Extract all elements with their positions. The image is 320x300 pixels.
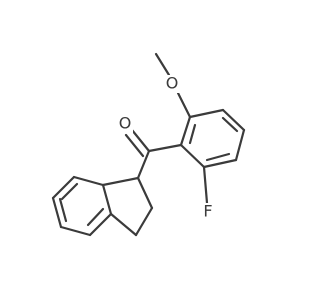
methoxy-oxygen-label: O [166, 74, 179, 93]
bond-indane-ring-1 [51, 175, 76, 200]
bond-indane-ring-double-2 [86, 207, 105, 227]
bond-aryl-ring-3 [221, 108, 246, 132]
bond-indane-ring-double-3 [58, 197, 68, 223]
bond-indane-ring-2 [72, 175, 105, 187]
methoxy-group [154, 52, 192, 119]
bond-carbonyl-double-a [130, 128, 151, 153]
bond-indane-ring-double-1 [60, 182, 79, 201]
bond-indane-ring-6 [51, 196, 63, 229]
bond-aryl-ring-4 [234, 128, 246, 162]
indane-benzene-ring [51, 175, 113, 237]
bond-carbonyl-double-b [124, 133, 145, 158]
fluoromethoxyphenyl-ring [179, 108, 246, 169]
bond-indane-ring-3 [101, 183, 113, 216]
bond-aryl-ring-6 [179, 143, 206, 169]
bond-indane-ring-4 [88, 212, 113, 237]
fluorine-label: F [203, 202, 212, 221]
bond-carbonyl-to-aryl [147, 143, 183, 153]
methoxy-oxygen-label-bg [164, 75, 180, 93]
bond-methoxy-oxygen-to-methyl [154, 52, 171, 77]
indane-five-membered-ring [101, 176, 154, 237]
bond-five-ring-4 [109, 212, 138, 237]
carbonyl-oxygen-label: O [119, 114, 132, 133]
bond-aryl-ring-double-3 [205, 152, 231, 162]
fluorine-label-bg [200, 203, 216, 221]
bond-five-ring-2 [136, 176, 154, 210]
bond-five-ring-3 [134, 206, 154, 237]
carbonyl-oxygen-label-bg [117, 115, 133, 133]
bond-five-ring-1 [101, 176, 140, 187]
bond-aryl-to-fluorine [202, 165, 209, 205]
bond-aryl-ring-double-2 [221, 116, 239, 133]
bond-aryl-ring-1 [179, 115, 192, 147]
bond-aryl-ring-2 [188, 108, 225, 119]
bond-c1-to-carbonyl [136, 149, 151, 180]
fluoro-substituent [202, 165, 209, 205]
atom-labels: O O F [117, 74, 216, 221]
bond-aryl-ring-5 [202, 158, 238, 169]
carbonyl-group [124, 128, 183, 180]
bond-aryl-ring-double-1 [188, 123, 197, 145]
bond-indane-ring-5 [59, 225, 92, 237]
molecule-structure-diagram: O O F [51, 52, 246, 237]
bond-aryl-to-methoxy-oxygen [176, 91, 192, 119]
